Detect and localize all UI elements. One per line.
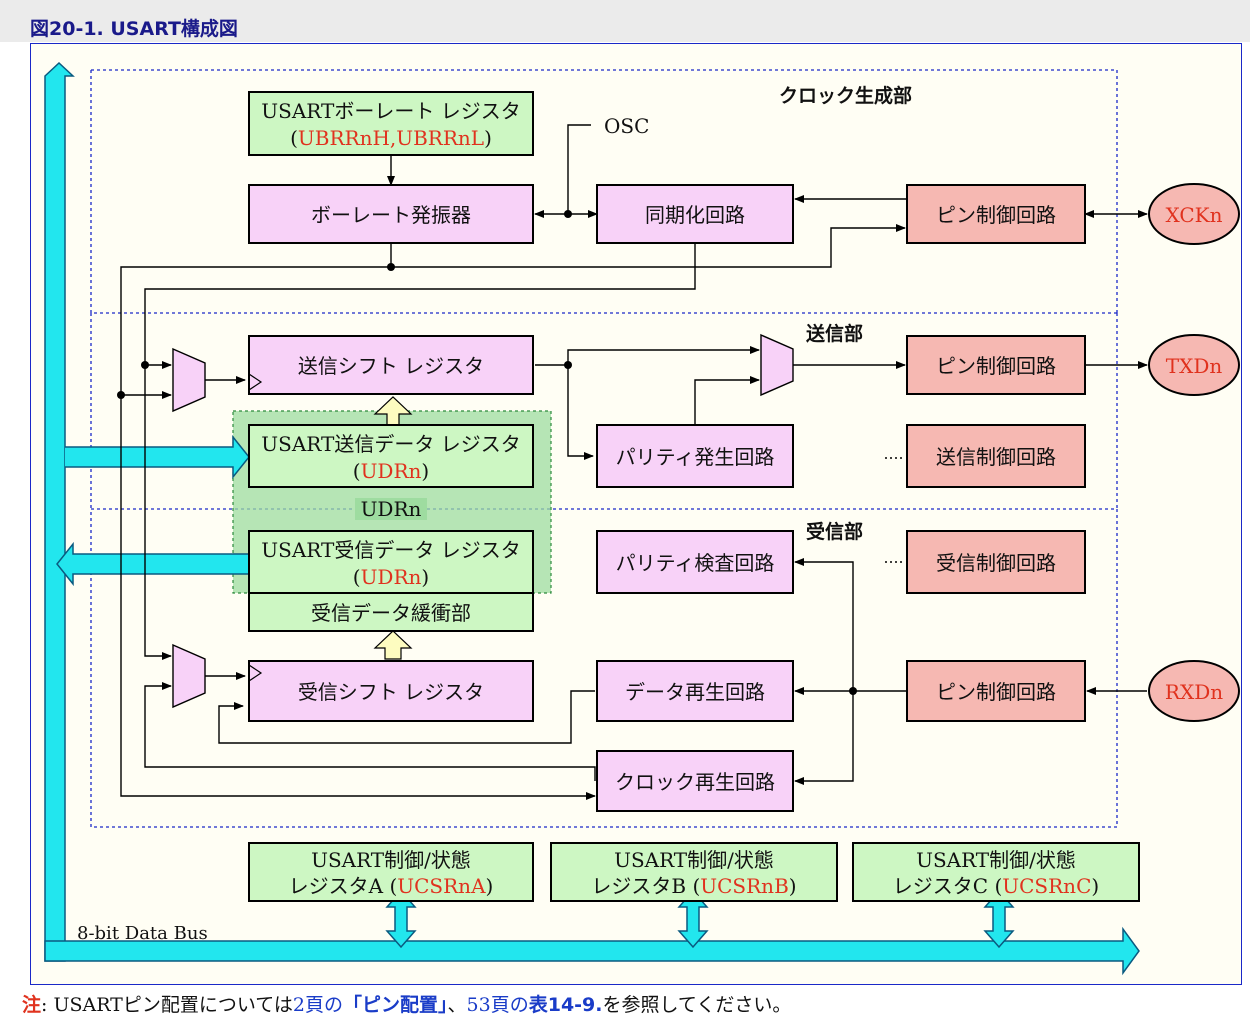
rx-data-register-box [248,530,534,594]
udrn-group-label: UDRn [361,497,422,521]
tx-clock-mux [172,347,206,413]
data-bus [44,61,1140,976]
footnote-link-page53[interactable]: 53頁の [466,994,529,1016]
xck-pin-control-label: ピン制御回路 [936,203,1056,227]
tx-data-register-box [248,424,534,488]
rx-control-label: 受信制御回路 [936,551,1056,575]
section-clock-label: クロック生成部 [779,84,912,107]
rx-buffer-label: 受信データ緩衝部 [311,601,471,625]
rx-data-register-name: (UDRn) [353,565,429,589]
junctions [117,210,857,695]
diagram-canvas: クロック生成部 送信部 受信部 USARTボーレート レジスタ (UBRRnH,… [30,43,1242,985]
footnote-link-table[interactable]: 表14-9. [528,994,603,1016]
ubrr-label: USARTボーレート レジスタ [261,99,520,123]
tx-shift-register-box [248,335,534,395]
rx-buffer-box [248,592,534,632]
section-rx-border [90,508,1118,828]
tx-data-register-name: (UDRn) [353,459,429,483]
rx-clock-mux [172,643,206,709]
section-tx-label: 送信部 [806,322,863,345]
section-rx-label: 受信部 [806,520,863,543]
figure-title: 図20-1. USART構成図 [30,18,238,40]
rx-data-register-label: USART受信データ レジスタ [261,538,520,562]
footnote: 注: USARTピン配置については2頁の「ピン配置」、53頁の表14-9.を参照… [22,990,791,1017]
footnote-link-pin-config[interactable]: 「ピン配置」 [343,994,448,1016]
rxd-pin-label: RXDn [1165,680,1223,704]
ucsrc-label: USART制御/状態 [916,848,1076,872]
footnote-link-page2[interactable]: 2頁の [292,994,343,1016]
data-bus-label: 8-bit Data Bus [77,923,208,944]
rxd-pin-control-box [906,660,1086,722]
sync-circuit-label: 同期化回路 [645,203,745,227]
footnote-text-2: 、 [447,994,467,1016]
ucsra-box [248,842,534,902]
ucsra-register-name: レジスタA (UCSRnA) [289,874,494,898]
section-tx-border [90,313,1118,509]
ucsrc-box [852,842,1140,902]
tx-output-mux [760,333,794,397]
rx-shift-register-box [248,660,534,722]
txd-pin-control-label: ピン制御回路 [936,354,1056,378]
txd-pin-control-box [906,335,1086,395]
tx-control-label: 送信制御回路 [936,445,1056,469]
clock-recovery-label: クロック再生回路 [615,770,775,794]
data-recovery-box [596,660,794,722]
parity-checker-label: パリティ検査回路 [616,551,775,575]
tx-control-box [906,424,1086,488]
ubrr-register-name: (UBRRnH,UBRRnL) [290,126,492,150]
parity-generator-label: パリティ発生回路 [616,445,775,469]
footnote-text-3: を参照してください。 [602,994,792,1016]
ucsrc-register-name: レジスタC (UCSRnC) [893,874,1099,898]
ubrr-register-box [248,91,534,156]
sync-circuit-box [596,184,794,244]
tx-data-register-label: USART送信データ レジスタ [261,432,520,456]
ucsrb-register-name: レジスタB (UCSRnB) [591,874,796,898]
ucsrb-label: USART制御/状態 [614,848,774,872]
parity-checker-box [596,530,794,594]
xck-pin-label: XCKn [1165,203,1222,227]
osc-label: OSC [604,114,649,138]
txd-pin [1148,334,1240,396]
txd-pin-label: TXDn [1166,354,1223,378]
rx-shift-register-label: 受信シフト レジスタ [298,680,484,704]
footnote-text-1: : USARTピン配置については [41,994,293,1016]
rxd-pin-control-label: ピン制御回路 [936,680,1056,704]
baud-generator-box [248,184,534,244]
ucsra-label: USART制御/状態 [311,848,471,872]
udrn-label-bg [355,498,427,520]
rx-control-box [906,530,1086,594]
parity-generator-box [596,424,794,488]
baud-generator-label: ボーレート発振器 [311,203,471,227]
signal-lines [120,124,1148,800]
xck-pin-control-box [906,184,1086,244]
figure-header: 図20-1. USART構成図 [0,0,1250,42]
usart-diagram: クロック生成部 送信部 受信部 USARTボーレート レジスタ (UBRRnH,… [44,61,1240,976]
rxd-pin [1148,660,1240,722]
clock-recovery-box [596,750,794,812]
ucsrb-box [550,842,838,902]
footnote-note-marker: 注 [22,994,42,1016]
xck-pin [1148,183,1240,245]
data-recovery-label: データ再生回路 [625,680,765,704]
tx-shift-register-label: 送信シフト レジスタ [298,354,484,378]
rx-load-arrow [373,630,413,660]
